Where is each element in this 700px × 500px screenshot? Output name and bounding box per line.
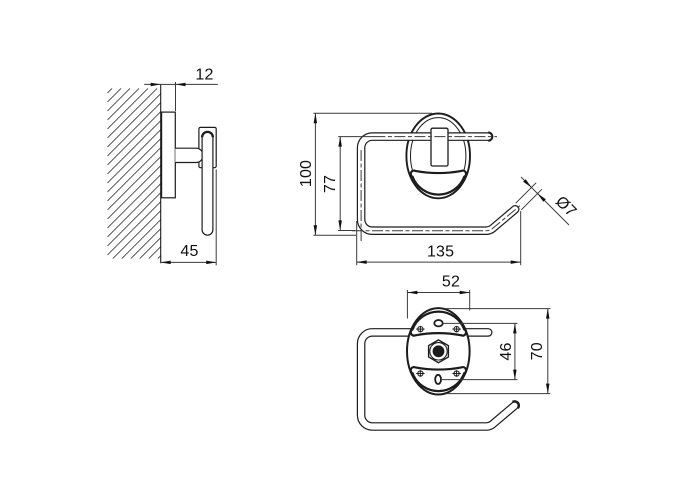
wall-hatch [107, 88, 162, 259]
dim-wire-diameter: Ø7 [515, 176, 579, 226]
wall-plate [161, 111, 176, 199]
dim45-label: 45 [180, 243, 198, 260]
center-nut-circle [429, 342, 448, 361]
dim77-arrow-bottom [338, 220, 342, 231]
mount-screw-2 [452, 325, 461, 333]
dim-frame-width: 135 [356, 211, 522, 266]
dim12-arrow-right [175, 82, 186, 87]
dim-rosette-width: 52 [406, 274, 471, 319]
ring-side-top-cap [200, 130, 215, 138]
dia7-extension-lower [520, 188, 543, 211]
center-bolt-dot [432, 345, 445, 358]
dim52-arrow-right [459, 290, 470, 295]
bar-hook [430, 127, 449, 167]
mount-screw-3 [416, 370, 425, 377]
dim70-arrow-top [546, 308, 550, 319]
dim12-label: 12 [195, 66, 213, 83]
dim45-arrow-left [160, 260, 171, 265]
mount-slot-top [433, 319, 444, 328]
mount-screw-1 [416, 325, 425, 333]
dim135-arrow-left [356, 260, 367, 264]
dim-total-height: 100 [298, 112, 432, 236]
dim100-label: 100 [298, 160, 315, 187]
dim77-label: 77 [322, 175, 339, 193]
dia7-label: Ø7 [552, 193, 579, 220]
dim135-label: 135 [427, 243, 454, 260]
front-view: 100 77 135 Ø7 [298, 112, 579, 266]
dim45-arrow-right [206, 260, 217, 265]
mount-screw-4 [452, 370, 461, 377]
dim46-arrow-bottom [513, 369, 517, 380]
wire-tip-cap [511, 400, 521, 410]
dim52-arrow-left [407, 290, 418, 295]
dim100-arrow-top [313, 113, 318, 124]
ring-side-profile [201, 131, 214, 236]
dim46-label: 46 [498, 342, 515, 360]
mount-slot-bottom [434, 373, 442, 385]
mount-stem [175, 147, 204, 164]
mounting-frame-group [356, 328, 520, 431]
dim52-label: 52 [442, 274, 460, 291]
side-view: 12 45 [107, 66, 218, 266]
dim-hole-spacing: 46 [441, 322, 518, 381]
dim70-arrow-bottom [546, 383, 550, 394]
bar-end-cap [488, 131, 494, 142]
dim77-arrow-top [338, 136, 342, 147]
dim-rosette-height: 70 [444, 308, 551, 395]
dim70-label: 70 [529, 342, 546, 360]
wire-frame-core-bottom [358, 329, 519, 430]
dim-plate-thickness: 12 [144, 66, 218, 111]
bottom-centerline [352, 205, 521, 232]
dia7-arrow-upper [523, 179, 532, 188]
dim46-arrow-top [513, 323, 517, 334]
dia7-extension-upper [515, 182, 537, 204]
mounting-view: 52 46 70 [356, 274, 551, 431]
dim-wall-projection: 45 [160, 169, 217, 266]
dim-inner-height: 77 [322, 136, 375, 231]
dim135-arrow-right [510, 260, 521, 264]
dia7-arrow-lower [537, 193, 546, 202]
dim100-arrow-bottom [313, 225, 318, 236]
dim12-arrow-left [150, 82, 161, 87]
